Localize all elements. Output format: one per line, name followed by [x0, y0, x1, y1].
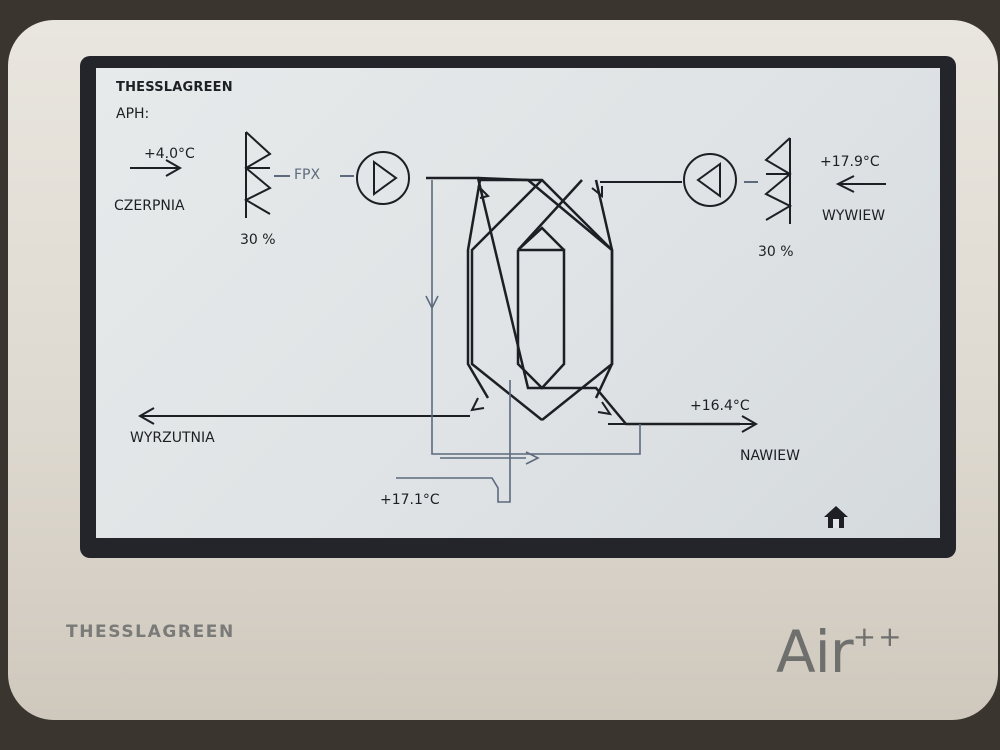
model-suffix: ++: [852, 619, 904, 653]
touch-screen: THESSLAGREEN APH: +4.0°C CZERPNIA 30 % F…: [96, 68, 940, 538]
bypass-temperature: +17.1°C: [380, 492, 440, 508]
exhaust-label: WYRZUTNIA: [130, 430, 215, 446]
extract-damper-icon: [764, 137, 793, 224]
extract-label: WYWIEW: [822, 208, 886, 224]
extract-temperature: +17.9°C: [820, 154, 880, 170]
home-icon: [824, 506, 848, 528]
mode-label: APH:: [116, 106, 150, 122]
flow-diagram: [130, 131, 886, 503]
intake-label: CZERPNIA: [114, 198, 185, 214]
bezel-brand: THESSLAGREEN: [66, 622, 235, 642]
filter-label: FPX: [294, 167, 321, 183]
supply-label: NAWIEW: [740, 448, 800, 464]
intake-damper-level: 30 %: [240, 232, 276, 248]
model-name: Air: [776, 618, 854, 686]
heat-exchanger-core: [470, 178, 614, 421]
exhaust-path: [137, 181, 682, 425]
screen-brand: THESSLAGREEN: [116, 80, 233, 95]
home-button[interactable]: [822, 504, 850, 530]
extract-fan-icon: [683, 153, 737, 207]
supply-temperature: +16.4°C: [690, 398, 750, 414]
extract-arrow: [835, 175, 886, 193]
bypass-path: [396, 180, 641, 503]
flow-arrowheads: [470, 185, 613, 416]
intake-temperature: +4.0°C: [144, 146, 195, 162]
supply-fan-icon: [356, 151, 410, 205]
intake-arrow: [130, 159, 183, 177]
bezel-model: Air++: [776, 618, 904, 686]
extract-damper-level: 30 %: [758, 244, 794, 260]
supply-arrow: [608, 415, 759, 433]
intake-damper-icon: [243, 131, 272, 218]
